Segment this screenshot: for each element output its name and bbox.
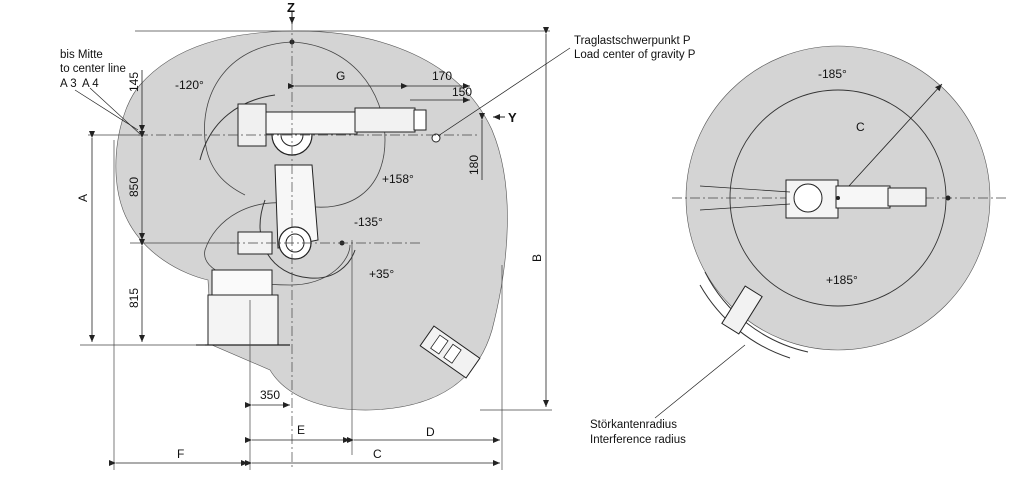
a3-swing-arc <box>259 199 356 279</box>
load-center-label-en: Load center of gravity P <box>574 49 696 61</box>
angle-a2-fwd-label: +35° <box>369 267 394 281</box>
angle-tick-upper <box>699 185 791 193</box>
inner-arc-left <box>204 41 293 196</box>
top-view: -185° +185° C <box>672 45 1006 359</box>
arm-motors <box>237 103 267 147</box>
dim-A-label: A <box>76 194 90 202</box>
dim-815-label: 815 <box>127 288 141 308</box>
dim-180-label: 180 <box>467 155 481 175</box>
interference-label-en: Interference radius <box>590 434 686 446</box>
angle-a3-down-label: -135° <box>354 215 383 229</box>
arm-body <box>261 111 358 135</box>
note-line-4: A 4 <box>82 78 99 90</box>
interference-label-de: Störkantenradius <box>590 419 677 431</box>
dim-170-label: 170 <box>432 69 452 83</box>
a2-swing-arc <box>199 94 276 161</box>
angle-a3-up-label: +158° <box>382 172 414 186</box>
dim-D-label: D <box>426 425 435 439</box>
top-robot-arm <box>835 185 891 209</box>
top-center-point <box>836 196 840 200</box>
y-axis-label: Y <box>508 110 517 125</box>
interference-arc <box>704 271 809 353</box>
dim-G-label: G <box>336 69 345 83</box>
dim-350-label: 350 <box>260 388 280 402</box>
top-robot-wrist <box>887 187 927 207</box>
robot-base <box>207 294 279 346</box>
dim-C-label: C <box>373 447 382 461</box>
load-center-label-de: Traglastschwerpunkt P <box>574 35 691 47</box>
wrist <box>354 107 416 133</box>
top-angle-neg-label: -185° <box>818 67 847 81</box>
top-radius-C-label: C <box>856 120 865 134</box>
note-line-3: A 3 <box>60 78 77 90</box>
note-line-1: bis Mitte <box>60 49 103 61</box>
top-angle-pos-label: +185° <box>826 273 858 287</box>
interference-leader <box>654 344 746 419</box>
angle-a2-back-label: -120° <box>175 78 204 92</box>
lower-arm <box>274 164 319 249</box>
dim-B-label: B <box>530 254 544 262</box>
z-axis-label: Z <box>287 0 295 15</box>
dim-150-label: 150 <box>452 85 472 99</box>
flange <box>413 109 427 131</box>
radius-C-line <box>837 83 943 199</box>
side-view: Z Y bis Mitte to center line A 3 A 4 145… <box>60 0 571 470</box>
top-robot-hub <box>793 183 823 213</box>
base-plate <box>211 269 273 296</box>
note-line-2: to center line <box>60 63 126 75</box>
dim-850-label: 850 <box>127 177 141 197</box>
dim-E-label: E <box>297 423 305 437</box>
wrist-lower-pose <box>419 325 481 379</box>
angle-tick-lower <box>699 203 791 211</box>
load-center-leader <box>437 47 571 137</box>
note-leader-a4 <box>74 89 139 131</box>
top-wrist-rotated <box>721 285 763 335</box>
callouts: Traglastschwerpunkt P Load center of gra… <box>574 35 746 446</box>
dim-145-label: 145 <box>127 72 141 92</box>
top-load-point <box>945 195 951 201</box>
dim-F-label: F <box>177 447 184 461</box>
